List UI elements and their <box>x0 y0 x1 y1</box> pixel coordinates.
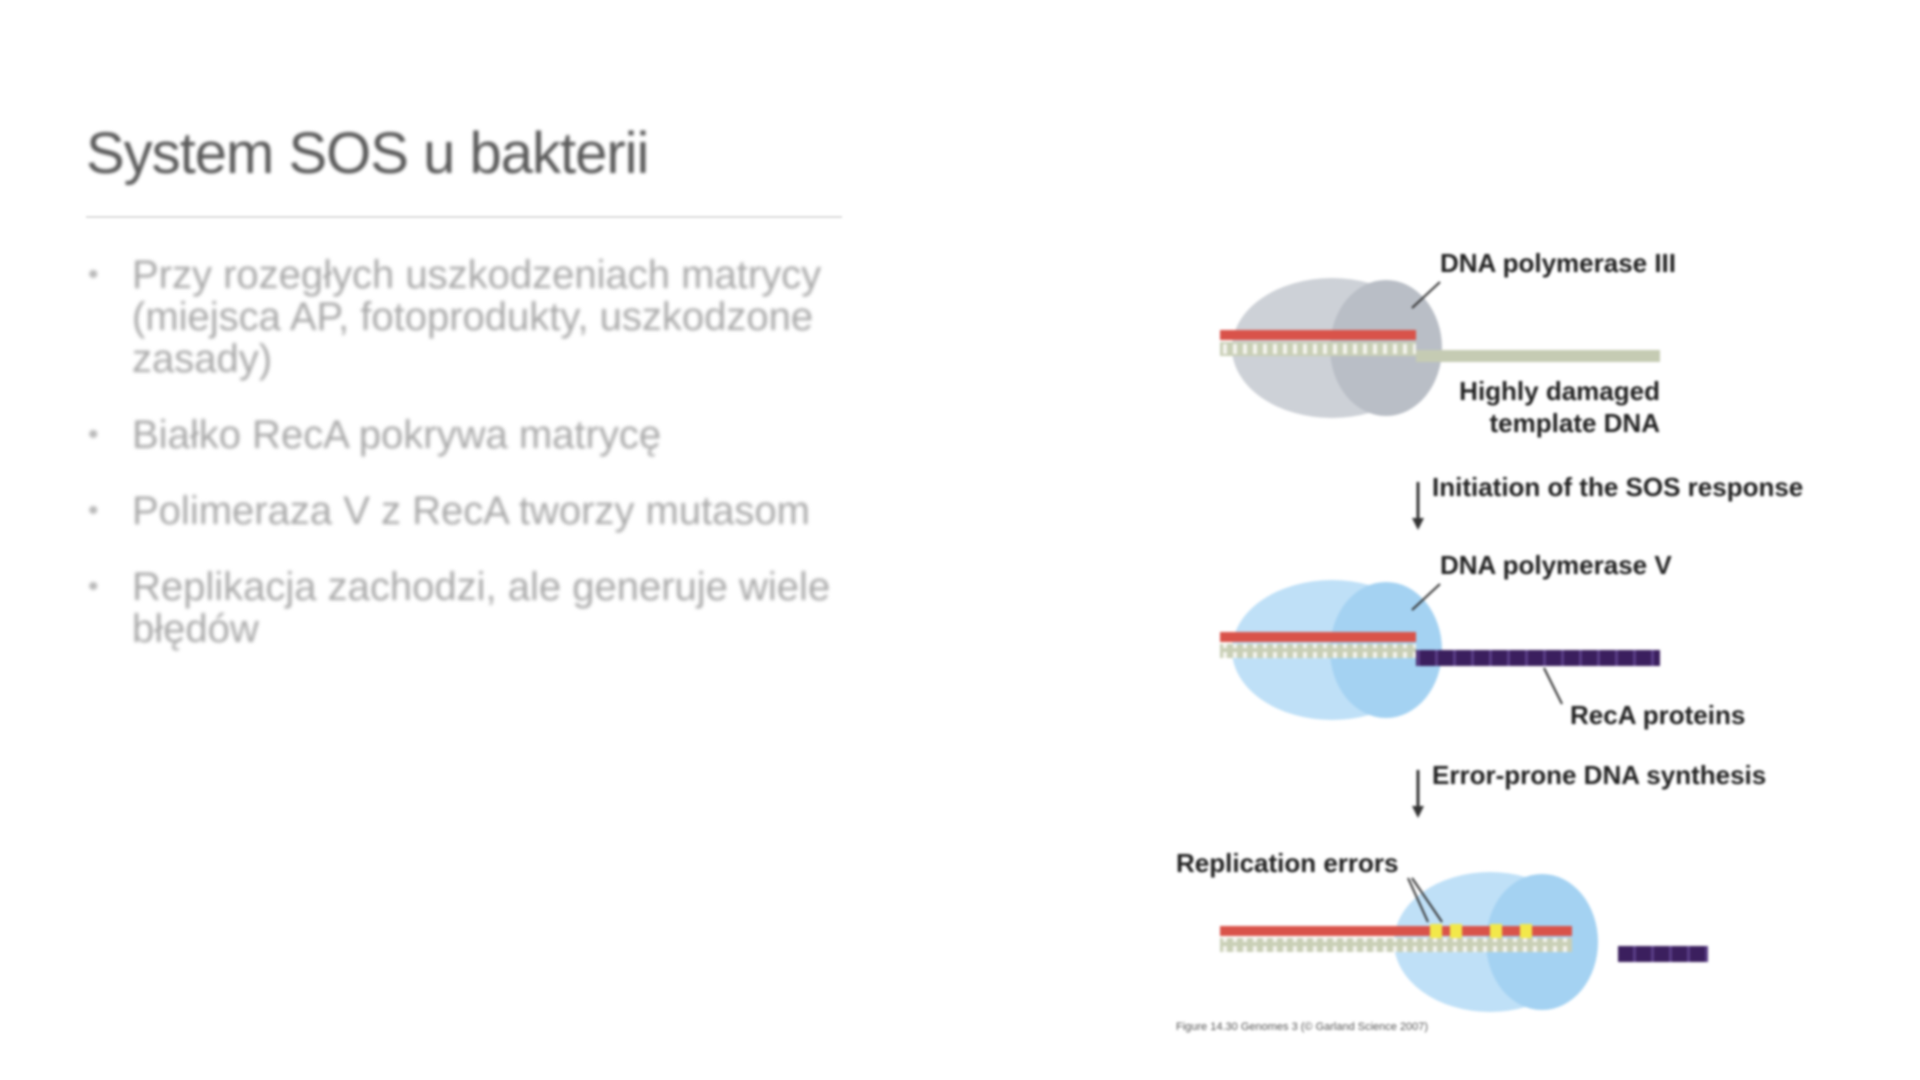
template-strand <box>1220 644 1416 658</box>
damaged-label-line2: template DNA <box>1490 408 1661 438</box>
bullet-icon: • <box>88 570 99 603</box>
bullet-list: • Przy rozegłych uszkodzeniach matrycy (m… <box>86 254 846 684</box>
misincorporated-base <box>1520 924 1532 938</box>
bullet-item: • Polimeraza V z RecA tworzy mutasom <box>86 490 846 532</box>
slide-title: System SOS u bakterii <box>86 121 649 186</box>
bullet-icon: • <box>88 494 99 527</box>
bullet-text: Białko RecA pokrywa matrycę <box>132 413 662 457</box>
bullet-item: • Przy rozegłych uszkodzeniach matrycy (m… <box>86 254 846 380</box>
pol5-label: DNA polymerase V <box>1440 550 1672 580</box>
damaged-label-line1: Highly damaged <box>1459 376 1660 406</box>
reca-label: RecA proteins <box>1570 700 1745 730</box>
bullet-icon: • <box>88 258 99 291</box>
bullet-item: • Białko RecA pokrywa matrycę <box>86 414 846 456</box>
new-strand <box>1220 632 1416 642</box>
step2-label: Error-prone DNA synthesis <box>1432 760 1766 790</box>
misincorporated-base <box>1430 924 1442 938</box>
pol3-pointer <box>1411 281 1441 309</box>
misincorporated-base <box>1450 924 1462 938</box>
arrow-head-icon <box>1412 518 1424 530</box>
arrow-head-icon <box>1412 806 1424 818</box>
misincorporated-base <box>1490 924 1502 938</box>
panel-pol5: DNA polymerase V RecA proteins <box>1220 550 1745 730</box>
new-strand-extended <box>1220 926 1572 936</box>
reca-pointer <box>1543 667 1563 705</box>
bullet-text: Przy rozegłych uszkodzeniach matrycy (mi… <box>132 253 822 381</box>
sos-diagram: DNA polymerase III Highly damaged templa… <box>1176 248 1803 1033</box>
step1-label: Initiation of the SOS response <box>1432 472 1803 502</box>
pol5-pointer <box>1411 583 1441 611</box>
bullet-text: Replikacja zachodzi, ale generuje wiele … <box>132 565 831 651</box>
template-strand <box>1220 938 1572 952</box>
panel-pol3: DNA polymerase III Highly damaged templa… <box>1220 248 1676 438</box>
figure-caption: Figure 14.30 Genomes 3 (© Garland Scienc… <box>1176 1021 1428 1033</box>
bullet-text: Polimeraza V z RecA tworzy mutasom <box>132 489 810 533</box>
sos-response-figure: DNA polymerase III Highly damaged templa… <box>1150 230 1870 1050</box>
errors-pointer <box>1411 877 1443 923</box>
panel-errors: Replication errors <box>1176 848 1708 1012</box>
step-arrow-1: Initiation of the SOS response <box>1412 472 1803 530</box>
bullet-icon: • <box>88 418 99 451</box>
reca-coated-template <box>1618 946 1708 962</box>
errors-label: Replication errors <box>1176 848 1399 878</box>
new-strand <box>1220 330 1416 340</box>
pol3-label: DNA polymerase III <box>1440 248 1676 278</box>
errors-pointer <box>1407 877 1429 923</box>
step-arrow-2: Error-prone DNA synthesis <box>1412 760 1766 818</box>
bullet-item: • Replikacja zachodzi, ale generuje wiele… <box>86 566 846 650</box>
template-strand <box>1220 342 1416 356</box>
title-divider <box>86 216 842 218</box>
reca-coated-template <box>1416 650 1660 666</box>
damaged-template-strand <box>1416 350 1660 362</box>
